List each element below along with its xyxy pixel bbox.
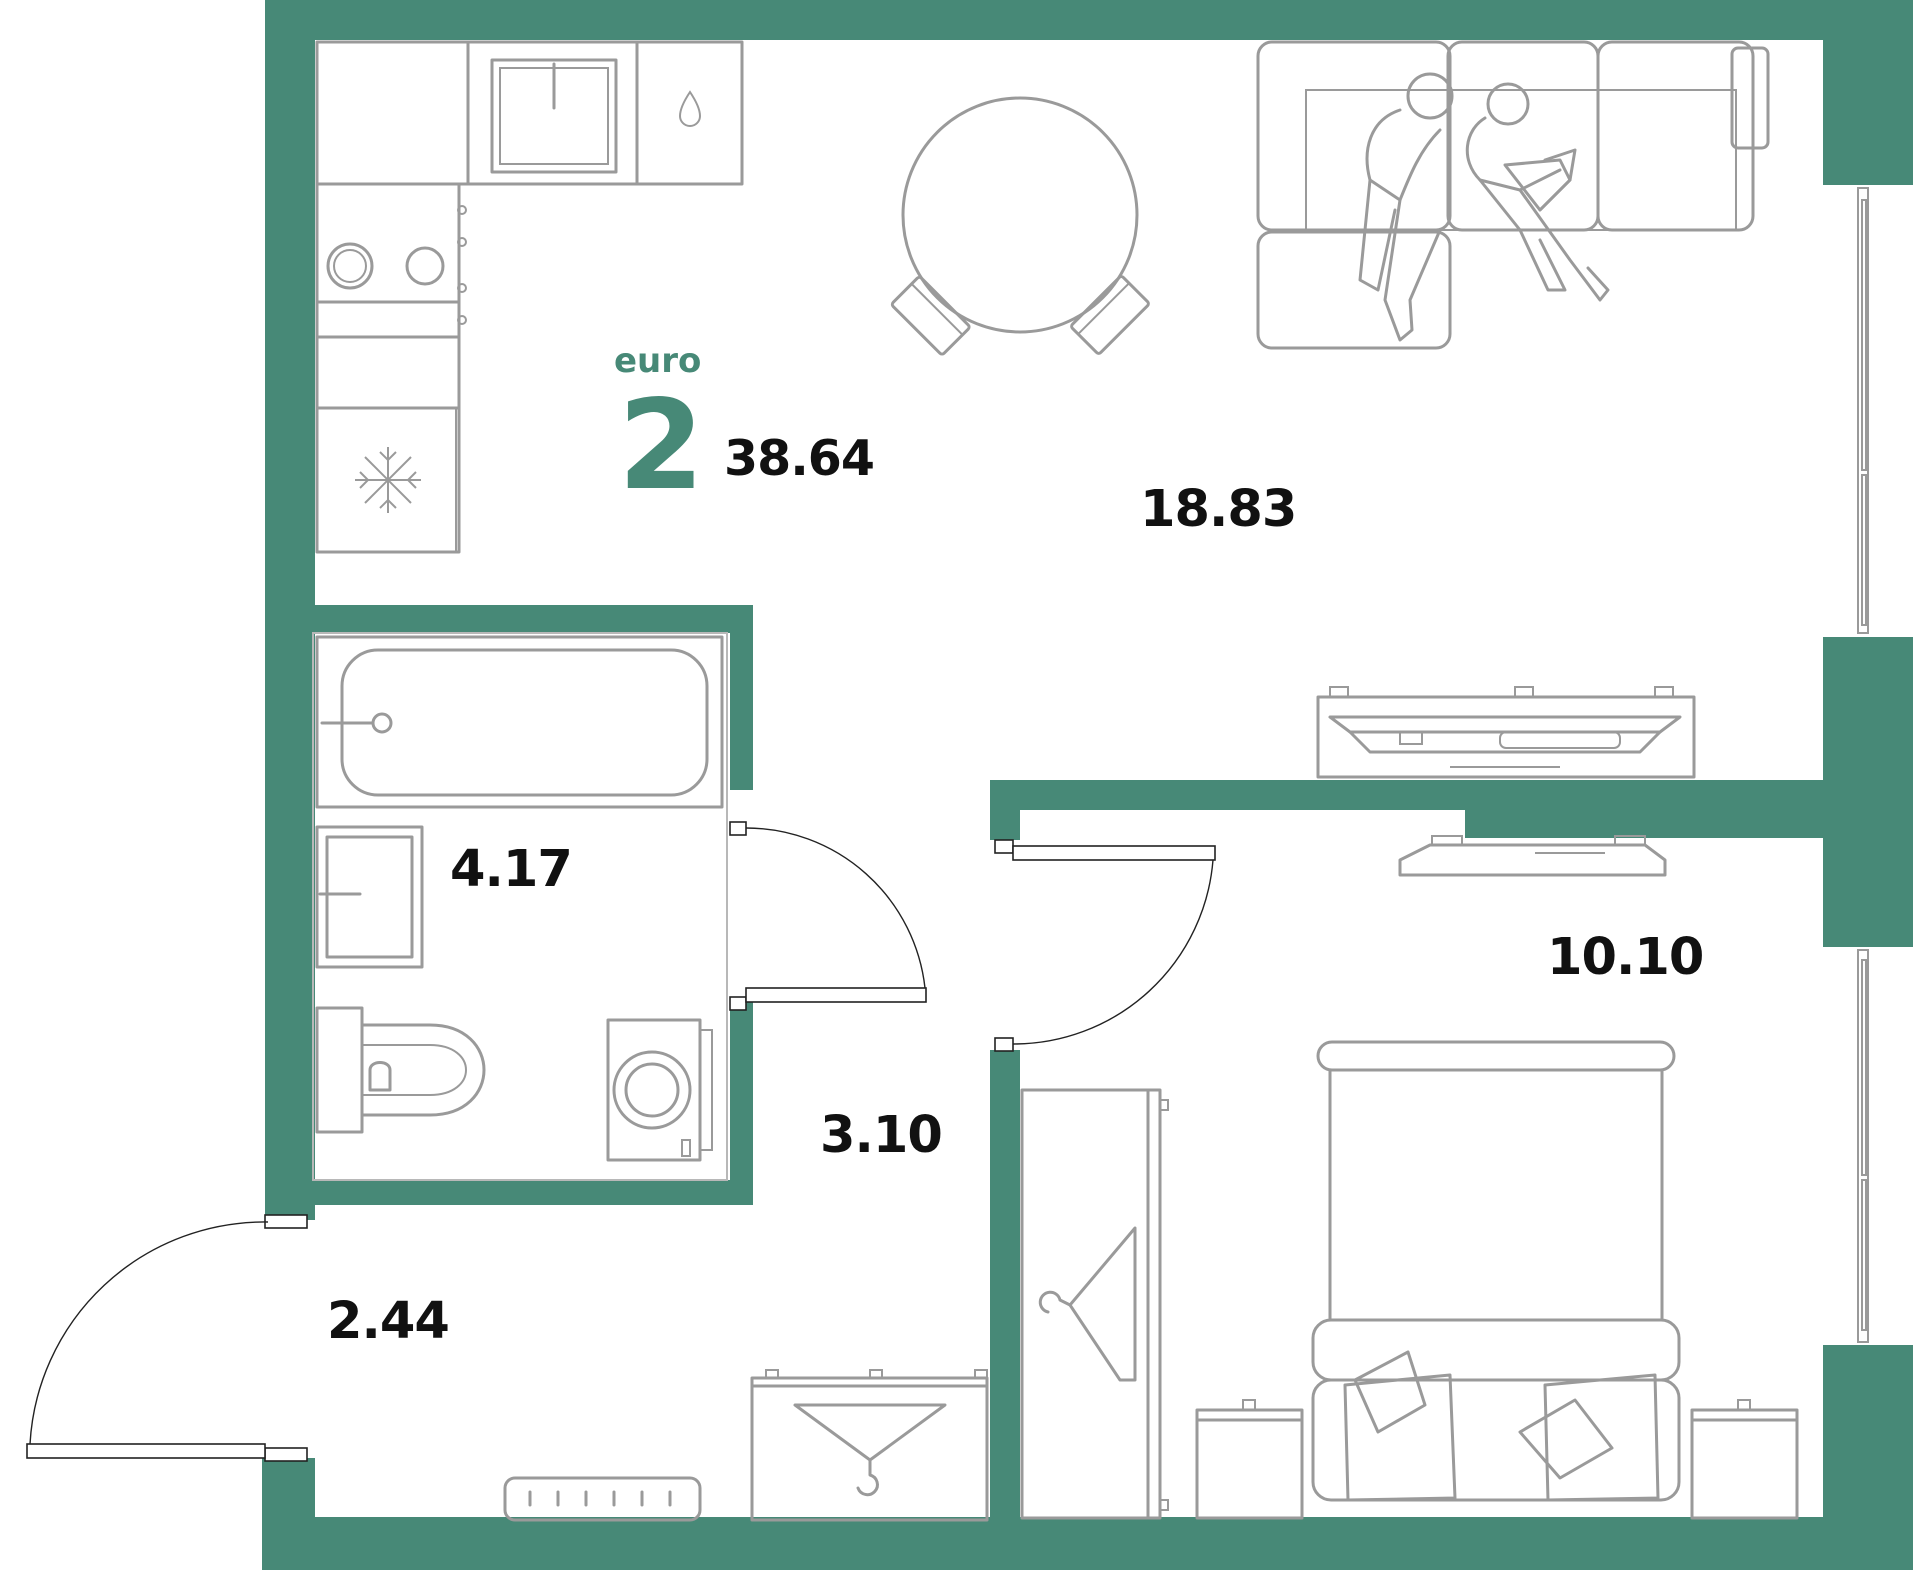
nightstand-left	[1195, 1399, 1304, 1520]
walls	[262, 0, 1913, 1570]
wall-bath-right-upper	[730, 605, 753, 790]
washing-machine-icon	[606, 1018, 713, 1162]
nightstand-right	[1690, 1399, 1799, 1520]
bathroom-inner-line	[312, 632, 728, 1181]
area-living-kitchen: 18.83	[1140, 480, 1297, 539]
fridge-icon	[355, 408, 457, 552]
dining-table	[890, 96, 1150, 356]
bathtub-icon	[315, 635, 724, 809]
total-area: 38.64	[724, 430, 875, 487]
wall-bath-bottom	[265, 1180, 753, 1205]
wall-right-top	[1823, 0, 1913, 185]
wall-bottom	[262, 1517, 1913, 1570]
people-illustration	[1358, 72, 1610, 342]
hallway-wardrobe	[750, 1369, 989, 1522]
wall-top	[265, 0, 1913, 40]
wall-bath-right-lower	[730, 1000, 753, 1205]
wall-right-bottom	[1823, 1345, 1913, 1570]
toilet-icon	[315, 1006, 486, 1134]
area-bedroom: 10.10	[1547, 928, 1704, 987]
door-bathroom	[729, 821, 927, 1011]
sofa	[1256, 40, 1770, 350]
window-bedroom	[1857, 949, 1869, 1343]
stove-icon	[326, 205, 467, 325]
washbasin-icon	[315, 825, 424, 969]
shoe-rack	[503, 1476, 702, 1522]
sink-icon	[490, 58, 618, 174]
bedroom-tv-stand	[1398, 835, 1667, 877]
area-bathroom: 4.17	[450, 840, 573, 899]
apartment-room-count: 2	[618, 374, 705, 518]
tv-stand-living	[1316, 686, 1696, 779]
window-living	[1857, 187, 1869, 634]
apartment-type-word: euro	[614, 341, 702, 381]
wall-divider-stub	[1465, 780, 1823, 838]
area-corridor: 3.10	[820, 1106, 943, 1165]
door-bedroom	[994, 839, 1216, 1052]
water-drop-icon	[678, 90, 702, 127]
area-hallway: 2.44	[327, 1292, 450, 1351]
wall-bath-top	[265, 605, 753, 633]
bedroom-wardrobe	[1020, 1088, 1169, 1520]
kitchen-counter	[315, 40, 744, 554]
door-entrance	[26, 1214, 308, 1462]
bed	[1311, 1040, 1681, 1502]
wall-right-mid	[1823, 637, 1913, 947]
wall-bedroom-left	[990, 1050, 1020, 1530]
wall-divider-jamb	[990, 780, 1020, 840]
